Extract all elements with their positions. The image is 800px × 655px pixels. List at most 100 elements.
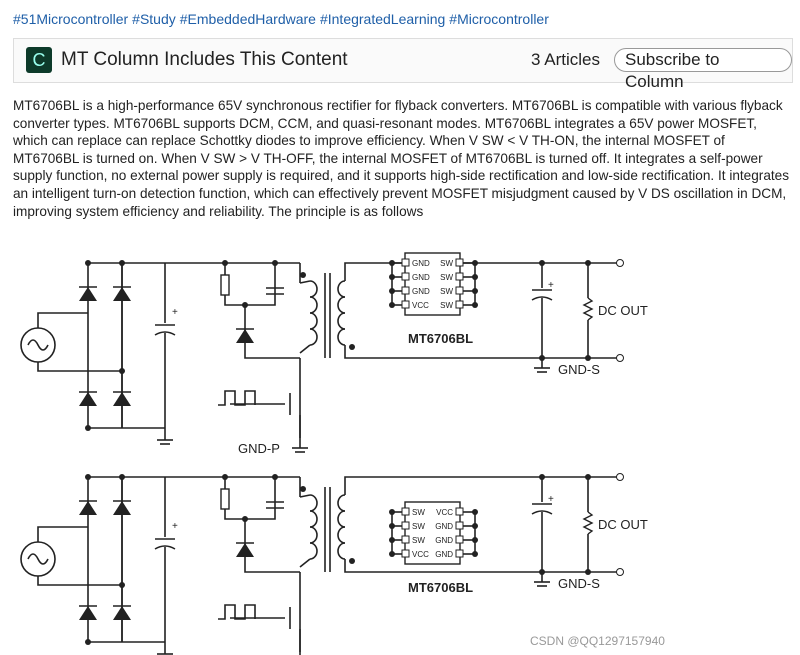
label: GND — [412, 273, 430, 282]
junction — [119, 474, 125, 480]
wire — [37, 576, 122, 586]
wire — [299, 494, 311, 498]
transformer-coil — [309, 542, 318, 560]
wire — [344, 345, 620, 359]
circuit-schematic: + GND-P GND SW GND SW GND SW VCC SW MT6706BL + DC OU… — [20, 252, 648, 655]
wire — [344, 559, 620, 573]
label: VCC — [436, 508, 453, 517]
wire — [224, 263, 276, 306]
junction — [222, 474, 228, 480]
junction — [300, 272, 306, 278]
subscribe-button[interactable]: Subscribe to Column — [614, 48, 792, 91]
circuit-2: +GND-PSWVCCSWGNDSWGNDVCCGNDMT6706BL+DC O… — [20, 473, 648, 655]
diode-icon — [113, 606, 131, 620]
label: VCC — [412, 301, 429, 310]
wire — [37, 526, 88, 542]
label: + — [548, 494, 554, 505]
hashtag[interactable]: #EmbeddedHardware — [179, 11, 316, 27]
junction — [539, 474, 545, 480]
junction — [85, 474, 91, 480]
column-logo-icon: C — [26, 47, 52, 73]
wire — [344, 262, 620, 281]
label: SW — [440, 301, 453, 310]
resistor-icon — [220, 274, 230, 296]
diode-icon — [113, 287, 131, 301]
column-title[interactable]: MT Column Includes This Content — [61, 49, 348, 70]
diode-icon — [113, 392, 131, 406]
article-count: 3 Articles — [531, 50, 600, 69]
wire — [218, 390, 256, 406]
diode-icon — [113, 501, 131, 515]
transformer-coil — [309, 296, 318, 314]
label: + — [548, 280, 554, 291]
label: SW — [440, 259, 453, 268]
wire — [244, 305, 300, 359]
label: + — [172, 521, 178, 532]
label: MT6706BL — [408, 580, 473, 595]
diode-icon — [79, 501, 97, 515]
label: GND — [435, 522, 453, 531]
wire — [218, 604, 256, 620]
hashtag[interactable]: #51Microcontroller — [13, 11, 129, 27]
wire — [344, 476, 620, 495]
junction — [85, 425, 91, 431]
wire — [224, 477, 276, 520]
junction — [85, 260, 91, 266]
junction — [119, 260, 125, 266]
transformer-coil — [309, 494, 318, 512]
transformer-coil — [309, 280, 318, 298]
resistor-icon — [582, 511, 594, 535]
wire — [299, 558, 311, 568]
column-box: C MT Column Includes This Content 3 Arti… — [13, 38, 793, 91]
diode-icon — [79, 606, 97, 620]
hashtag[interactable]: #Microcontroller — [449, 11, 549, 27]
diode-icon — [79, 392, 97, 406]
label: GND-P — [238, 441, 280, 456]
wire — [37, 312, 88, 328]
label: GND-S — [558, 576, 600, 591]
watermark: CSDN @QQ1297157940 — [530, 634, 665, 648]
junction — [272, 260, 278, 266]
resistor-icon — [582, 297, 594, 321]
junction — [539, 260, 545, 266]
junction — [349, 344, 355, 350]
chip-mt6706bl — [404, 252, 461, 316]
junction — [349, 558, 355, 564]
label: DC OUT — [598, 517, 648, 532]
diode-icon — [236, 543, 254, 557]
label: SW — [412, 522, 425, 531]
label: GND — [435, 550, 453, 559]
hashtag-list: #51Microcontroller#Study#EmbeddedHardwar… — [13, 11, 553, 27]
label: GND — [412, 259, 430, 268]
chip-mt6706bl — [404, 501, 461, 565]
junction — [272, 474, 278, 480]
transformer-coil — [309, 526, 318, 544]
label: SW — [440, 273, 453, 282]
label: VCC — [412, 550, 429, 559]
resistor-icon — [220, 488, 230, 510]
diode-icon — [79, 287, 97, 301]
article-paragraph: MT6706BL is a high-performance 65V synch… — [13, 98, 790, 219]
wire — [299, 344, 311, 354]
junction — [222, 260, 228, 266]
hashtag[interactable]: #IntegratedLearning — [319, 11, 446, 27]
junction — [85, 639, 91, 645]
label: SW — [412, 536, 425, 545]
label: GND — [435, 536, 453, 545]
junction — [300, 486, 306, 492]
label: + — [172, 307, 178, 318]
wire — [37, 362, 122, 372]
hashtag[interactable]: #Study — [132, 11, 176, 27]
transformer-coil — [309, 328, 318, 346]
label: MT6706BL — [408, 331, 473, 346]
wire — [244, 519, 300, 573]
diode-icon — [236, 329, 254, 343]
wire — [299, 280, 311, 284]
label: SW — [412, 508, 425, 517]
label: GND — [412, 287, 430, 296]
transformer-coil — [309, 312, 318, 330]
label: DC OUT — [598, 303, 648, 318]
transformer-coil — [309, 510, 318, 528]
label: GND-S — [558, 362, 600, 377]
